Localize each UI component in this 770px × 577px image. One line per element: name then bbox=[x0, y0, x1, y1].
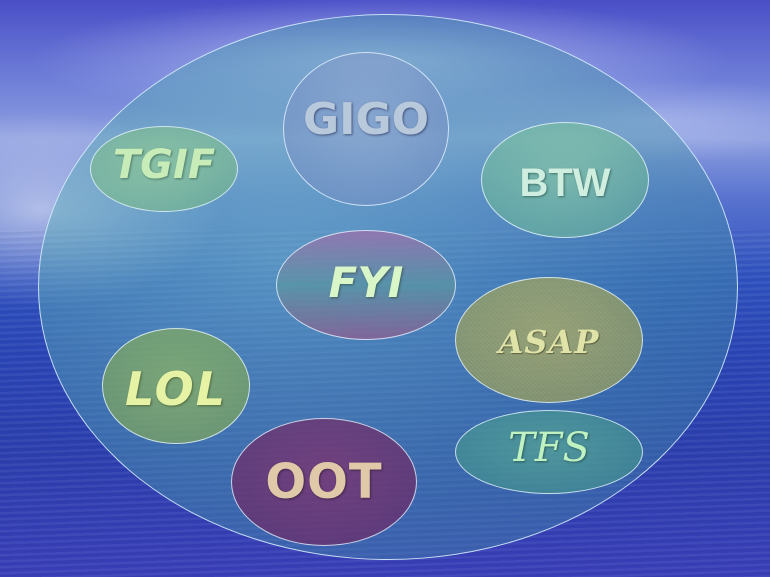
label-tfs: TFS bbox=[508, 425, 590, 471]
bubble-fyi: FYI bbox=[276, 230, 456, 340]
bubble-tgif: TGIF bbox=[90, 126, 238, 212]
label-oot: OOT bbox=[265, 454, 383, 510]
bubble-asap: ASAP bbox=[455, 277, 643, 403]
bubble-gigo: GIGO bbox=[283, 52, 449, 206]
bubble-btw: BTW bbox=[481, 122, 649, 238]
label-fyi: FYI bbox=[328, 257, 404, 307]
label-gigo: GIGO bbox=[302, 93, 429, 145]
bubble-tfs: TFS bbox=[455, 410, 643, 494]
bubble-oot: OOT bbox=[231, 418, 417, 546]
label-btw: BTW bbox=[519, 160, 611, 205]
label-asap: ASAP bbox=[498, 323, 600, 361]
label-lol: LOL bbox=[124, 362, 228, 416]
label-tgif: TGIF bbox=[112, 142, 216, 188]
bubble-lol: LOL bbox=[102, 328, 250, 444]
